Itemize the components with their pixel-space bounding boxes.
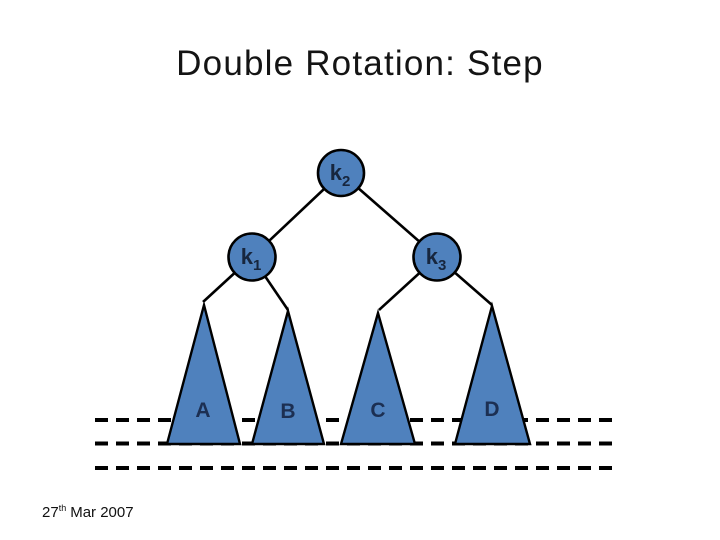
node-k2: k2 — [316, 148, 366, 198]
slide-title: Double Rotation: Step — [176, 44, 544, 83]
subtree-triangle-b — [250, 306, 326, 446]
node-k1: k1 — [227, 232, 277, 282]
node-k3-circle — [412, 232, 462, 282]
node-k2-label: k2 — [330, 160, 351, 190]
subtree-b-label: B — [280, 400, 295, 423]
subtree-triangle-c — [339, 308, 417, 446]
node-k2-circle — [316, 148, 366, 198]
subtree-triangle-d — [453, 301, 532, 446]
node-k3: k3 — [412, 232, 462, 282]
subtree-a-label: A — [195, 399, 210, 422]
footer-date-rest: Mar 2007 — [70, 504, 134, 521]
subtree-triangle-a — [165, 300, 242, 446]
subtree-c-label: C — [370, 399, 385, 422]
subtree-triangles — [165, 300, 532, 446]
node-k3-label: k3 — [426, 244, 447, 274]
node-k1-label: k1 — [241, 244, 262, 274]
node-k1-circle — [227, 232, 277, 282]
footer-ordinal: th — [58, 503, 67, 513]
subtree-d-label: D — [484, 398, 499, 421]
footer-day: 27 — [42, 504, 59, 521]
subtree-labels: A B C D — [195, 398, 499, 423]
